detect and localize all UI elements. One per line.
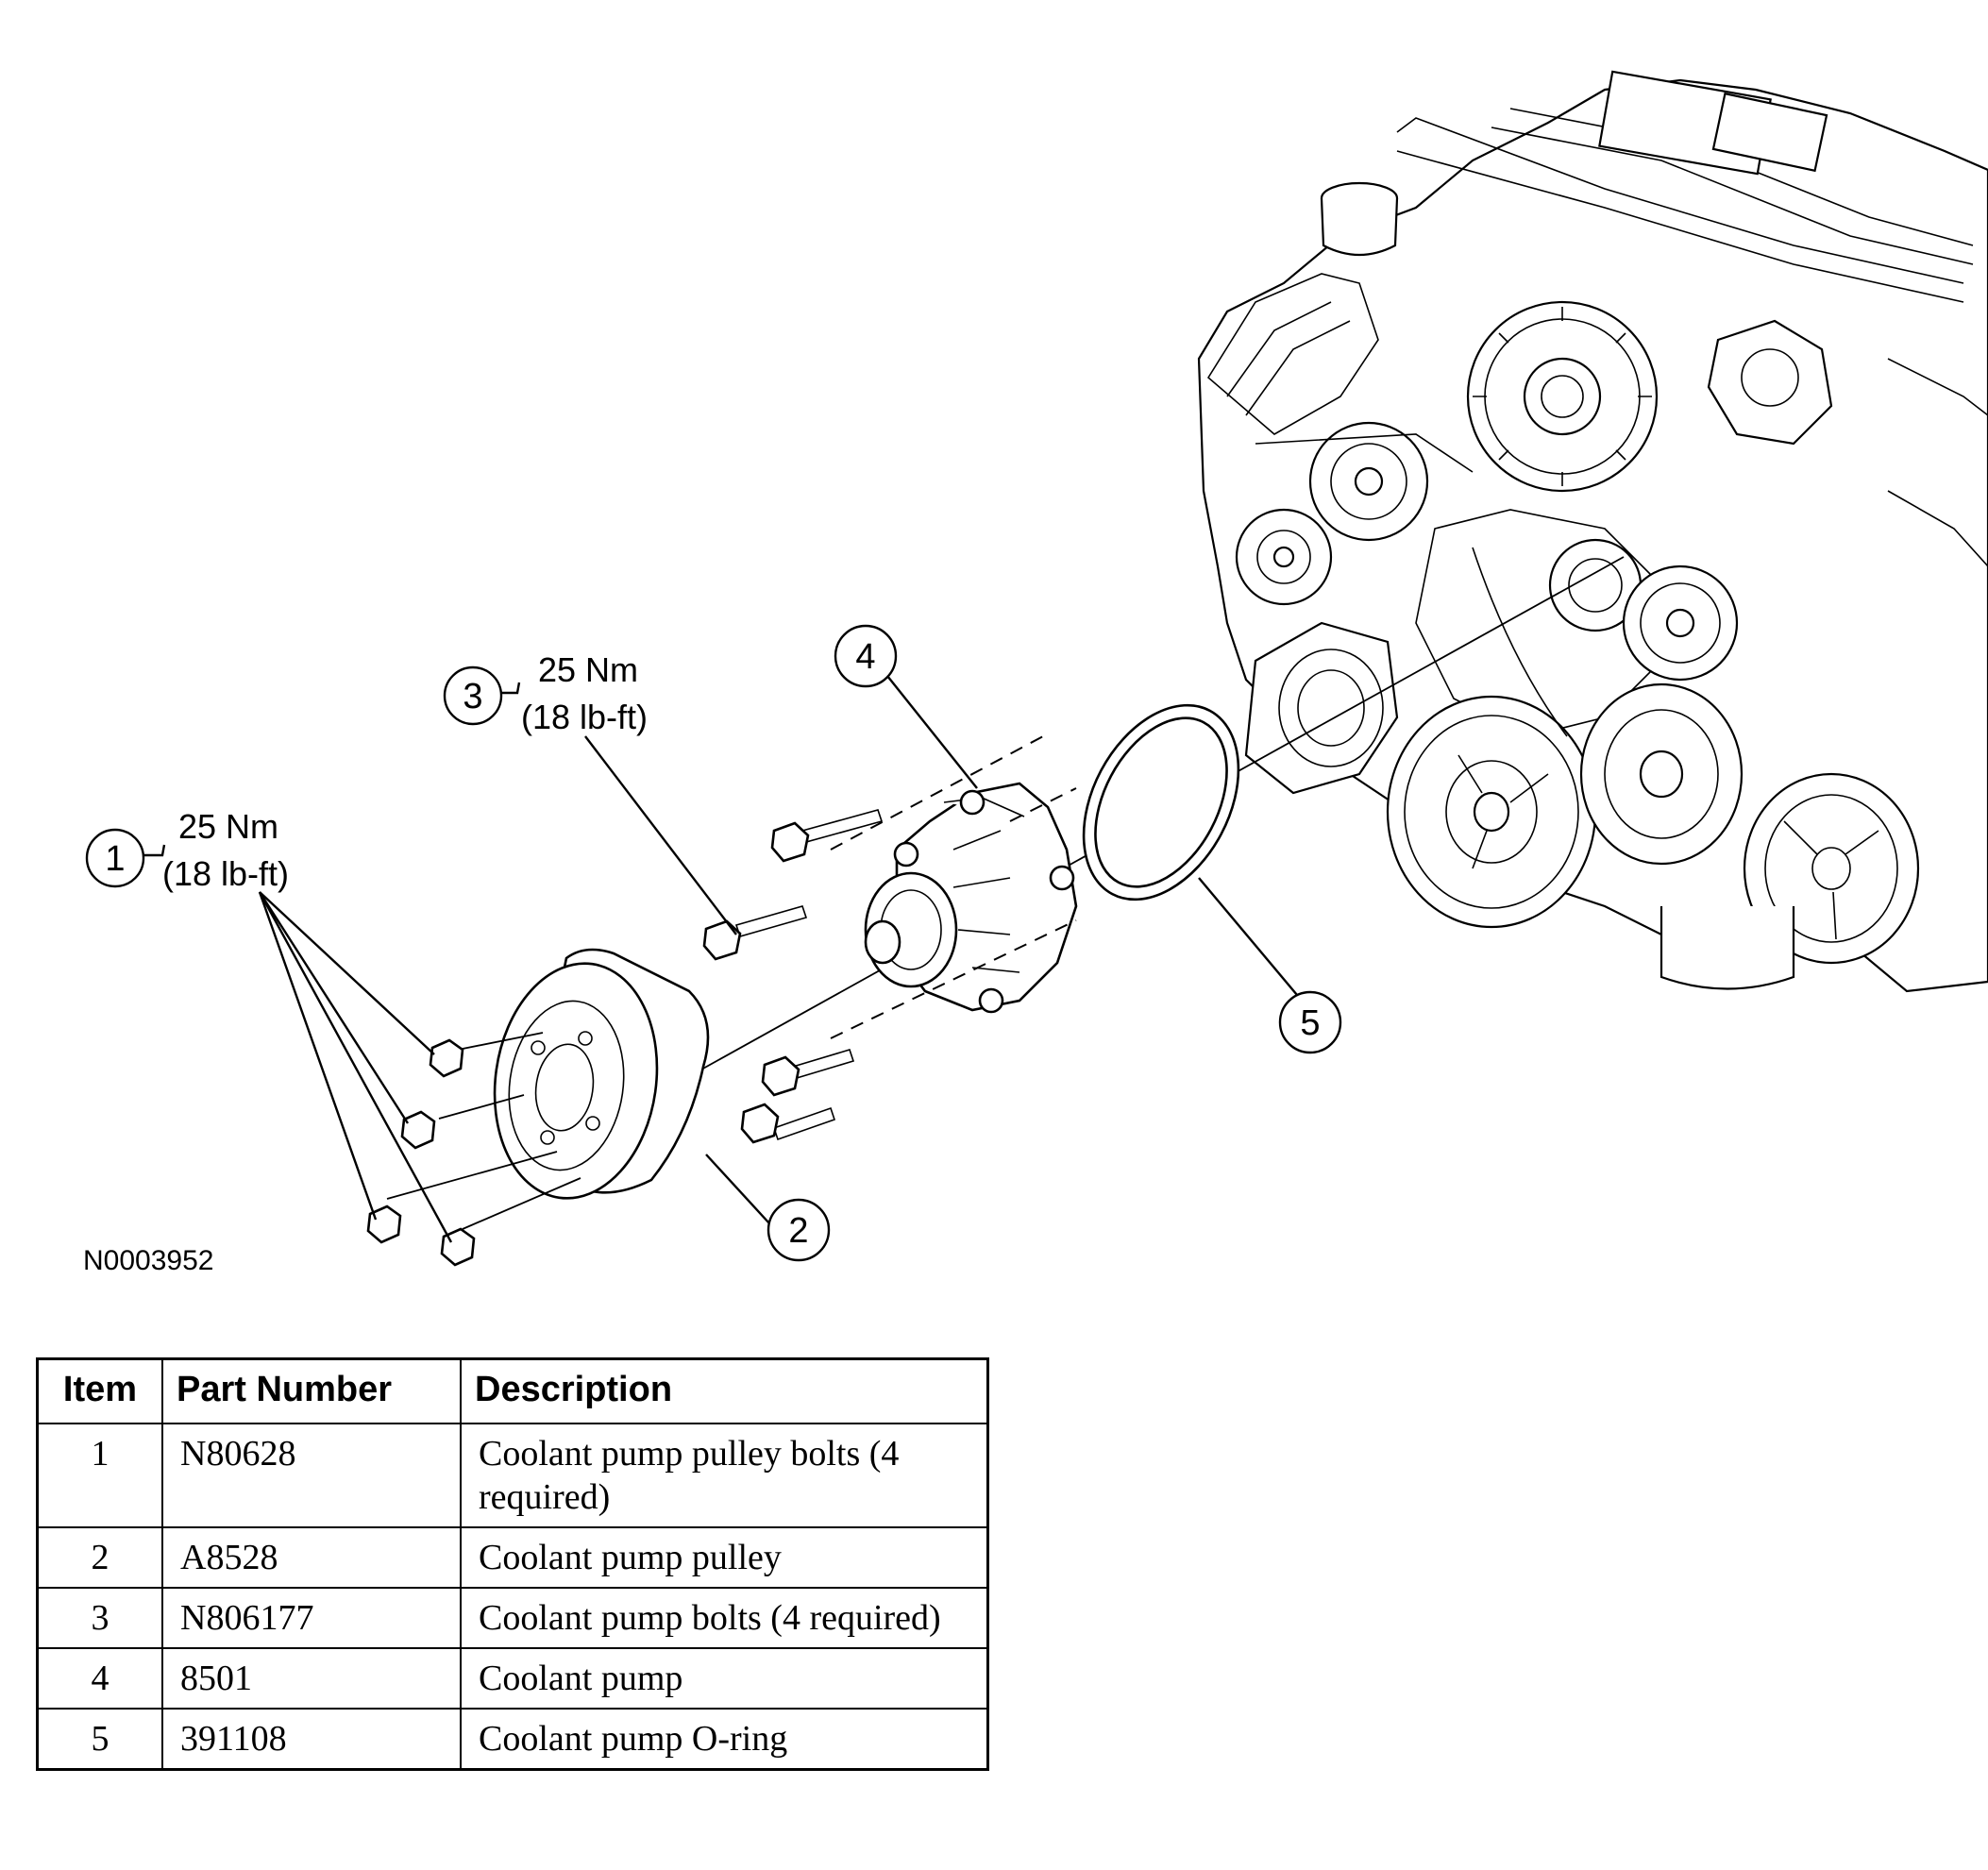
pulley-bolt-alignment-line (438, 1094, 525, 1120)
table-row: 2 A8528 Coolant pump pulley (36, 1526, 989, 1589)
cell-description: Coolant pump pulley bolts (4 required) (460, 1423, 989, 1528)
svg-text:2: 2 (788, 1211, 808, 1251)
exploded-view-diagram: 1 25 Nm (18 lb-ft) 2 3 25 Nm (18 lb-ft) … (83, 70, 1988, 1276)
coolant-pump-bolt (761, 1049, 855, 1097)
cell-description: Coolant pump (460, 1647, 989, 1710)
cell-item: 4 (36, 1647, 163, 1710)
cell-part-number: N806177 (161, 1587, 462, 1649)
torque-lbft-label: (18 lb-ft) (162, 854, 289, 893)
pulley-bolt (400, 1110, 436, 1150)
parts-table: Item Part Number Description 1 N80628 Co… (36, 1357, 989, 1771)
svg-text:4: 4 (855, 637, 875, 677)
pulley-bolt (429, 1038, 464, 1078)
pump-alignment-line (830, 919, 1077, 1039)
callout-2: 2 (705, 1154, 831, 1262)
callout-3: 3 25 Nm (18 lb-ft) (443, 650, 737, 935)
cell-item: 5 (36, 1708, 163, 1771)
cell-description: Coolant pump bolts (4 required) (460, 1587, 989, 1649)
table-row: 3 N806177 Coolant pump bolts (4 required… (36, 1587, 989, 1649)
svg-text:3: 3 (463, 677, 482, 716)
torque-nm-label: 25 Nm (178, 807, 278, 846)
figure-id: N0003952 (83, 1245, 213, 1276)
callout-4: 4 (834, 624, 978, 789)
cell-item: 2 (36, 1526, 163, 1589)
pulley-bolt (366, 1205, 402, 1244)
cell-item: 3 (36, 1587, 163, 1649)
cell-description: Coolant pump O-ring (460, 1708, 989, 1771)
table-row: 5 391108 Coolant pump O-ring (36, 1708, 989, 1771)
cell-description: Coolant pump pulley (460, 1526, 989, 1589)
engine-illustration (1197, 70, 1988, 993)
svg-text:1: 1 (105, 839, 125, 879)
svg-text:5: 5 (1300, 1003, 1320, 1043)
pulley-bolt-alignment-line (462, 1177, 581, 1230)
cell-part-number: 391108 (161, 1708, 462, 1771)
cell-part-number: 8501 (161, 1647, 462, 1710)
header-description: Description (460, 1357, 989, 1424)
coolant-pump (864, 782, 1078, 1014)
pump-alignment-line (830, 735, 1044, 851)
callout-5: 5 (1198, 877, 1342, 1054)
pulley-bolt-alignment-line (386, 1151, 558, 1200)
table-row: 4 8501 Coolant pump (36, 1647, 989, 1710)
coolant-pump-o-ring (1082, 703, 1240, 901)
coolant-pump-bolt (740, 1103, 836, 1144)
torque-nm-label: 25 Nm (538, 650, 638, 689)
pulley-bolt-alignment-line (457, 1032, 544, 1051)
header-part-number: Part Number (161, 1357, 462, 1424)
table-row: 1 N80628 Coolant pump pulley bolts (4 re… (36, 1423, 989, 1528)
cell-part-number: A8528 (161, 1526, 462, 1589)
callout-1: 1 25 Nm (18 lb-ft) (85, 807, 453, 1243)
torque-lbft-label: (18 lb-ft) (521, 698, 648, 736)
header-item: Item (36, 1357, 163, 1424)
coolant-pump-bolt (770, 809, 884, 863)
coolant-pump-pulley (493, 948, 710, 1200)
cell-item: 1 (36, 1423, 163, 1528)
table-header-row: Item Part Number Description (36, 1357, 989, 1424)
cell-part-number: N80628 (161, 1423, 462, 1528)
pump-alignment-line (1009, 787, 1077, 822)
